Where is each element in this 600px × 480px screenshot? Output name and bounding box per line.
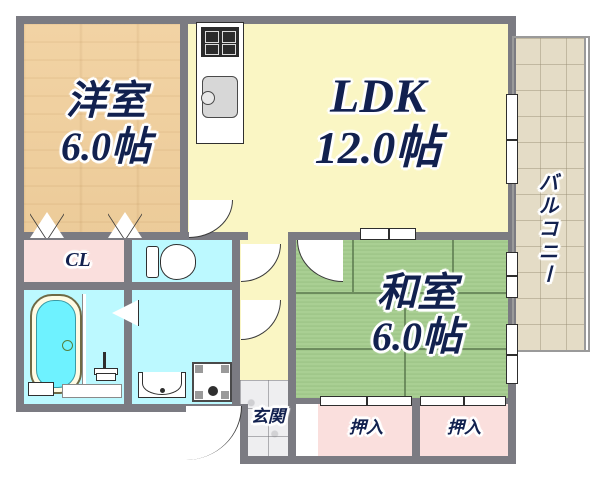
balcony-rail-edge <box>584 36 586 352</box>
room-entrance <box>240 380 296 456</box>
bathtub-ledge <box>82 294 86 394</box>
wall-entrance-left <box>240 404 248 464</box>
wall-washroom-hallway <box>232 238 240 404</box>
tatami-seam <box>404 292 406 348</box>
door-bathroom-folding[interactable] <box>112 300 139 326</box>
wall-western-ldk <box>180 24 188 238</box>
tatami-seam <box>404 348 406 404</box>
bath-floor-edge <box>62 384 122 398</box>
fusuma-ldk-japanese[interactable] <box>360 228 416 240</box>
tatami-seam <box>296 348 508 350</box>
toilet <box>146 244 196 280</box>
room-western-room <box>24 24 188 238</box>
washbasin <box>138 372 186 398</box>
wall-exterior-top <box>16 16 516 24</box>
tatami-seam <box>296 292 508 294</box>
fusuma-oshiire-left[interactable] <box>320 396 412 406</box>
shower-faucet <box>94 352 118 381</box>
room-oshiire-right <box>420 404 508 456</box>
wall-exterior-left <box>16 16 24 412</box>
wall-toilet-washroom-divider <box>124 282 240 290</box>
wall-exterior-bottom-left <box>16 404 248 412</box>
bathtub-drain <box>28 382 54 396</box>
window-balcony-mid[interactable] <box>506 252 518 298</box>
balcony-railing <box>512 36 590 352</box>
wall-hallway-japanese <box>288 238 296 456</box>
bathtub <box>30 294 82 394</box>
sliding-door-ldk-balcony[interactable] <box>506 94 518 184</box>
washing-machine <box>192 362 232 402</box>
kitchen-sink <box>201 76 238 118</box>
kitchen-stove <box>201 27 239 57</box>
sliding-door-japanese-balcony[interactable] <box>506 324 518 384</box>
tatami-seam <box>352 238 354 292</box>
room-balcony <box>514 38 586 350</box>
wall-exterior-bottom <box>240 456 516 464</box>
closet-marker-western-left <box>30 212 64 238</box>
wall-cl-bath-divider <box>16 282 132 290</box>
fusuma-oshiire-right[interactable] <box>420 396 506 406</box>
door-entrance[interactable] <box>186 406 242 460</box>
room-closet-cl <box>24 238 132 286</box>
closet-marker-western-right <box>108 212 142 238</box>
room-oshiire-left <box>318 404 414 456</box>
tatami-seam <box>452 238 454 292</box>
wall-oshiire-divider <box>412 404 420 456</box>
